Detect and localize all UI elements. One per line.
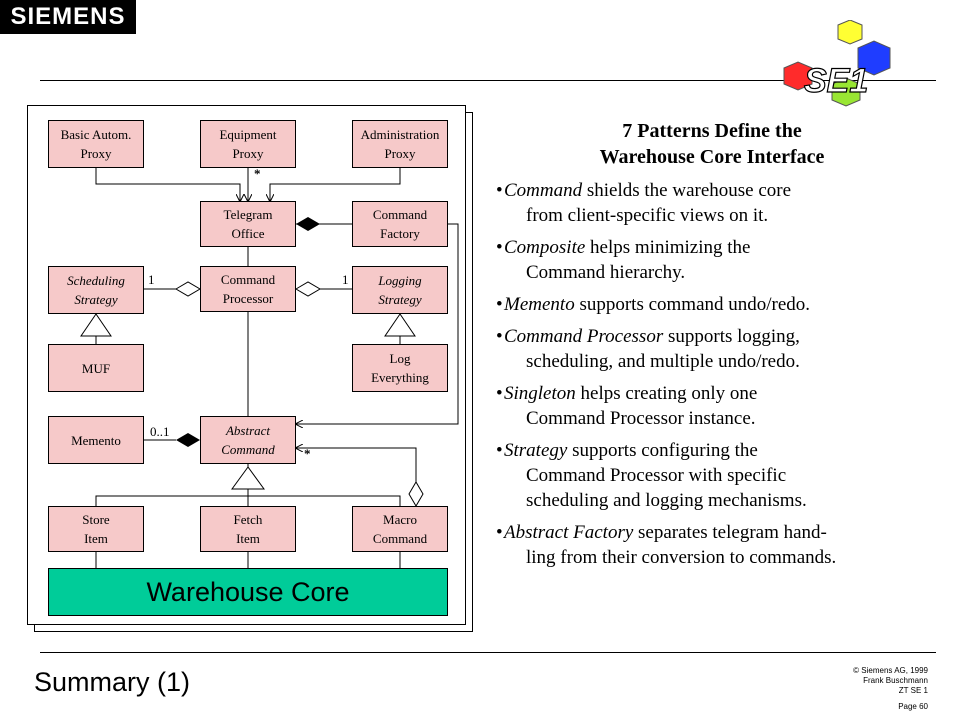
bullet-text: supports logging,: [663, 326, 800, 347]
page-title: Summary (1): [34, 667, 191, 697]
bullet-text: helps creating only one: [575, 383, 758, 404]
bullet-item: •Abstract Factory separates telegram han…: [492, 520, 932, 570]
bullet-continuation: Command Processor with specific scheduli…: [526, 465, 807, 511]
bullet-item: •Memento supports command undo/redo.: [492, 292, 932, 317]
bullet-text: helps minimizing the: [585, 237, 751, 258]
basic-autom-proxy-box: Basic Autom. Proxy: [48, 120, 144, 168]
memento-box: Memento: [48, 416, 144, 464]
author-text: Frank Buschmann: [863, 676, 928, 685]
filled-diamond-icon: [296, 217, 320, 231]
bullet-dot-icon: •: [496, 294, 503, 315]
bullet-dot-icon: •: [496, 180, 503, 201]
warehouse-core-box: Warehouse Core: [48, 568, 448, 616]
inheritance-triangle-icon: [384, 313, 416, 337]
multiplicity-scheduling: 1: [148, 272, 155, 287]
header-rule: [40, 80, 936, 81]
muf-box: MUF: [48, 344, 144, 392]
footer-rule: [40, 652, 936, 653]
command-factory-box: Command Factory: [352, 201, 448, 247]
bullet-dot-icon: •: [496, 326, 503, 347]
abstract-command-box: Abstract Command: [200, 416, 296, 464]
copyright-text: © Siemens AG, 1999: [853, 666, 928, 675]
log-everything-box: Log Everything: [352, 344, 448, 392]
bullet-text: separates telegram hand-: [633, 522, 827, 543]
basic-proxy-link: [95, 168, 240, 201]
hollow-diamond-icon: [295, 281, 321, 297]
bullet-dot-icon: •: [496, 237, 503, 258]
bullet-item: •Command shields the warehouse core from …: [492, 178, 932, 228]
scheduling-strategy-box: Scheduling Strategy: [48, 266, 144, 314]
bullet-continuation: Command hierarchy.: [526, 262, 686, 283]
pattern-name: Command: [504, 180, 583, 201]
logging-strategy-box: Logging Strategy: [352, 266, 448, 314]
footer-meta: © Siemens AG, 1999 Frank Buschmann ZT SE…: [853, 666, 928, 696]
administration-proxy-box: Administration Proxy: [352, 120, 448, 168]
factory-creates-command-link: [296, 223, 459, 424]
se1-badge-logo: SE1: [783, 20, 891, 107]
bullet-continuation: ling from their conversion to commands.: [526, 547, 837, 568]
pattern-name: Abstract Factory: [504, 522, 634, 543]
pattern-name: Memento: [504, 294, 575, 315]
filled-diamond-icon: [176, 433, 200, 447]
inheritance-triangle-icon: [231, 466, 265, 490]
telegram-office-box: Telegram Office: [200, 201, 296, 247]
multiplicity-logging: 1: [342, 272, 349, 287]
hollow-diamond-icon: [175, 281, 201, 297]
bullet-continuation: from client-specific views on it.: [526, 205, 769, 226]
subclass-links: [95, 489, 401, 506]
bullet-dot-icon: •: [496, 440, 503, 461]
bullet-dot-icon: •: [496, 383, 503, 404]
bullet-item: •Command Processor supports logging, sche…: [492, 324, 932, 374]
patterns-heading: 7 Patterns Define the Warehouse Core Int…: [599, 120, 825, 168]
pattern-name: Command Processor: [504, 326, 664, 347]
bullet-continuation: scheduling, and multiple undo/redo.: [526, 351, 800, 372]
bullet-text: supports command undo/redo.: [574, 294, 811, 315]
bullet-text: supports configuring the: [567, 440, 758, 461]
fetch-item-box: Fetch Item: [200, 506, 296, 552]
multiplicity-proxies: *: [254, 166, 261, 181]
page-number: Page 60: [898, 702, 928, 711]
hollow-diamond-icon: [408, 481, 424, 507]
multiplicity-abstract-command: *: [304, 446, 311, 461]
macro-command-box: Macro Command: [352, 506, 448, 552]
dept-text: ZT SE 1: [898, 686, 928, 695]
multiplicity-memento: 0..1: [150, 424, 170, 439]
admin-proxy-link: [270, 168, 401, 201]
pattern-name: Strategy: [504, 440, 568, 461]
badge-text: SE1: [804, 62, 868, 100]
bullet-dot-icon: •: [496, 522, 503, 543]
patterns-text: 7 Patterns Define the Warehouse Core Int…: [492, 118, 932, 577]
pattern-name: Composite: [504, 237, 586, 258]
store-item-box: Store Item: [48, 506, 144, 552]
bullet-continuation: Command Processor instance.: [526, 408, 756, 429]
bullet-text: shields the warehouse core: [582, 180, 792, 201]
pattern-name: Singleton: [504, 383, 576, 404]
macro-composite-link: [296, 448, 417, 482]
command-processor-box: Command Processor: [200, 266, 296, 312]
siemens-logo: SIEMENS: [0, 0, 136, 34]
inheritance-triangle-icon: [80, 313, 112, 337]
equipment-proxy-box: Equipment Proxy: [200, 120, 296, 168]
